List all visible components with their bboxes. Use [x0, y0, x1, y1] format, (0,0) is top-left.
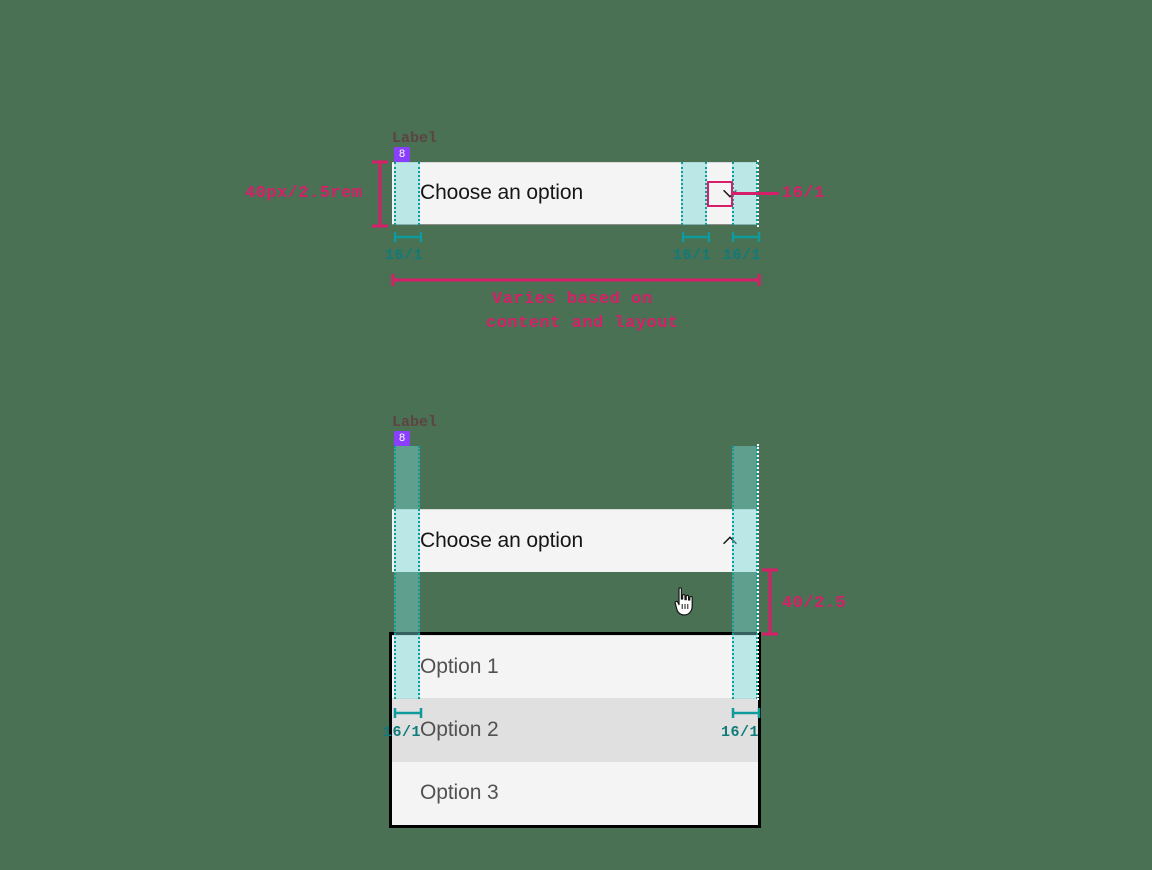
open-dropdown-section: Label 8 Choose an option Option 1 Option… [0, 63, 1152, 825]
dropdown-menu[interactable]: Option 1 Option 2 Option 3 [392, 635, 758, 825]
pointer-hand-cursor [674, 587, 693, 616]
padding-gap-closed [681, 162, 707, 225]
option-3-label: Option 3 [420, 781, 499, 804]
chevron-up-icon[interactable] [718, 529, 742, 553]
dropdown-placeholder-closed: Choose an option [420, 181, 584, 204]
field-top-rule [392, 162, 758, 163]
width-annotation-line-2: content and layout [486, 314, 679, 333]
left-padding-annotation-open: 16/1 [383, 724, 422, 741]
height-measure-bar [372, 160, 388, 228]
measure-bracket-gap-closed [681, 232, 711, 242]
closed-dropdown-section: Label 8 Choose an option 16/1 [0, 0, 1152, 333]
measure-bracket-left-closed [393, 232, 423, 242]
field-label-open: Label [392, 414, 438, 431]
option-2-label: Option 2 [420, 718, 499, 741]
icon-size-annotation: 16/1 [782, 184, 825, 203]
padding-left-open [394, 446, 420, 699]
left-padding-annotation-closed: 16/1 [385, 247, 424, 264]
measure-bracket-right-closed [731, 232, 761, 242]
boundary-right-open [757, 444, 759, 700]
right-padding-annotation-open: 16/1 [721, 724, 760, 741]
list-item-option-1[interactable]: Option 1 [392, 635, 758, 698]
option-1-label: Option 1 [420, 655, 499, 678]
width-measure-bar [391, 274, 761, 286]
field-top-rule-open [392, 509, 758, 510]
padding-right-open [732, 446, 758, 699]
spacing-badge-8-closed: 8 [394, 147, 410, 162]
height-annotation: 40px/2.5rem [245, 184, 363, 203]
dropdown-open[interactable]: Choose an option [392, 509, 758, 572]
padding-left-closed [394, 162, 420, 225]
width-annotation-line-1: Varies based on [492, 290, 653, 309]
measure-bracket-left-open [393, 708, 423, 718]
icon-measure-box [707, 181, 733, 207]
measure-bracket-right-open [731, 708, 761, 718]
item-height-annotation: 40/2.5 [782, 594, 847, 613]
right-padding-annotation-closed: 16/1 [723, 247, 762, 264]
item-height-measure-bar [762, 568, 778, 636]
list-item-option-3[interactable]: Option 3 [392, 761, 758, 824]
dropdown-closed[interactable]: Choose an option [392, 162, 758, 225]
gap-annotation-closed: 16/1 [673, 247, 712, 264]
spacing-badge-8-open: 8 [394, 431, 410, 446]
dropdown-placeholder-open: Choose an option [420, 528, 584, 552]
list-item-option-2[interactable]: Option 2 [392, 698, 758, 761]
icon-measure-leader [733, 192, 779, 195]
field-label-closed: Label [392, 130, 438, 147]
